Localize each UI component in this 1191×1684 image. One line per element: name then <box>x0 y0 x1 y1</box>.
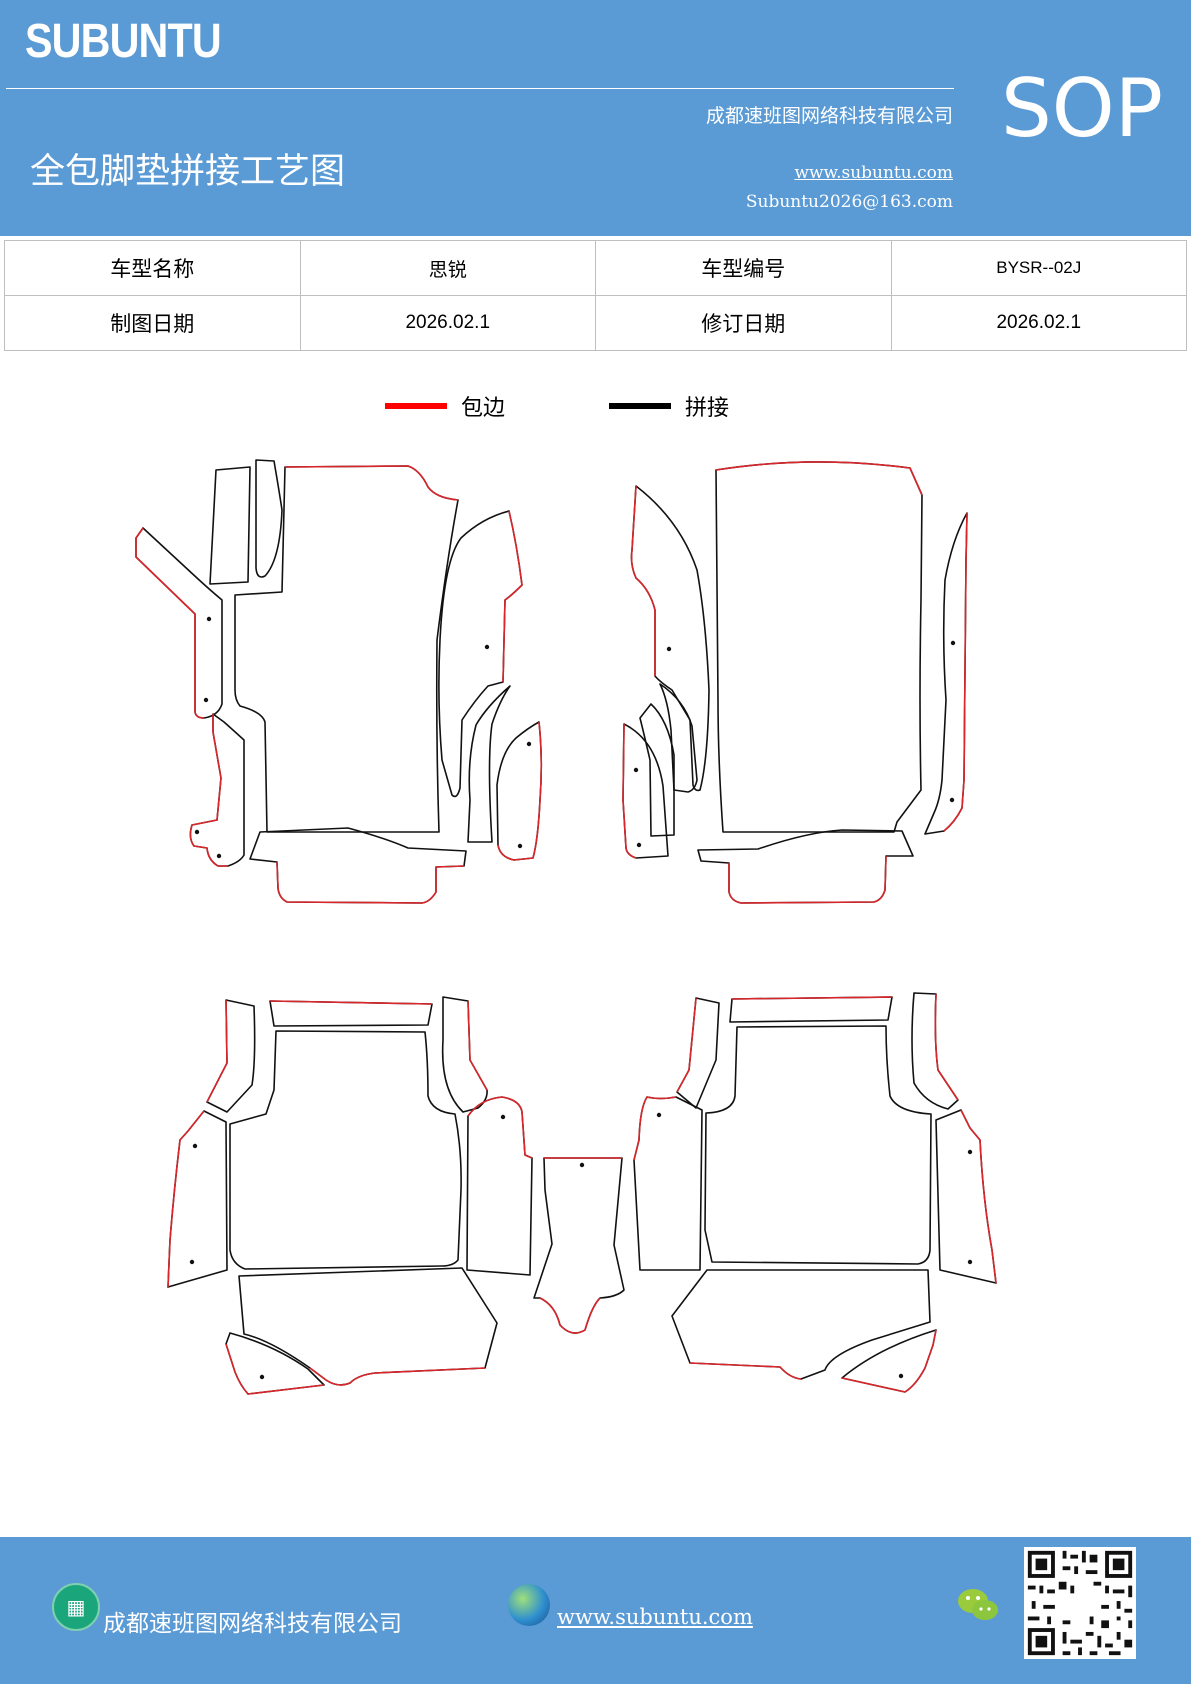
rear-left-mat-group <box>167 996 533 1395</box>
mat-edge <box>189 714 228 867</box>
mat-piece <box>167 1110 228 1288</box>
info-table: 车型名称 思锐 车型编号 BYSR--02J 制图日期 2026.02.1 修订… <box>4 240 1187 351</box>
mat-piece <box>841 1329 937 1393</box>
legend-label: 拼接 <box>685 396 730 421</box>
header-website-link[interactable]: www.subuntu.com <box>794 163 953 183</box>
revise-date-label: 修订日期 <box>595 295 892 351</box>
mat-edge <box>731 996 893 1000</box>
mat-piece <box>496 721 543 861</box>
mat-piece <box>639 703 675 837</box>
mat-edge <box>841 1329 937 1393</box>
footer-banner: ▦ 成都速班图网络科技有限公司 www.subuntu.com <box>0 1537 1191 1684</box>
header-email: Subuntu2026@163.com <box>745 192 953 212</box>
mat-edge <box>715 461 923 496</box>
center-tunnel-mat-group <box>533 1157 625 1334</box>
mat-piece <box>249 827 467 904</box>
mat-edge <box>309 1367 486 1386</box>
mat-piece <box>467 685 511 843</box>
mat-piece <box>238 1267 498 1386</box>
mat-edge <box>167 1110 205 1288</box>
header-company-name: 成都速班图网络科技有限公司 <box>705 105 953 127</box>
draw-date-value: 2026.02.1 <box>299 295 596 351</box>
table-row: 制图日期 2026.02.1 修订日期 2026.02.1 <box>4 295 1187 351</box>
model-name-label: 车型名称 <box>4 240 301 296</box>
mat-piece <box>715 461 923 833</box>
legend-red-line-icon <box>385 403 447 409</box>
front-left-mat-group <box>135 459 543 904</box>
mat-edge <box>728 855 887 904</box>
mat-edge <box>689 1362 802 1380</box>
mat-piece <box>935 1109 997 1284</box>
mat-piece <box>441 996 488 1113</box>
mat-edge <box>467 1096 533 1159</box>
globe-icon <box>508 1584 550 1626</box>
legend-label: 包边 <box>461 396 506 421</box>
mat-piece <box>234 465 459 833</box>
header-banner: SUBUNTU 成都速班图网络科技有限公司 全包脚垫拼接工艺图 www.subu… <box>0 0 1191 236</box>
company-building-icon: ▦ <box>52 1583 100 1631</box>
mat-piece <box>206 999 256 1113</box>
mat-edge <box>630 485 656 676</box>
mat-piece <box>533 1157 625 1334</box>
legend-item-edge: 包边 <box>385 390 505 422</box>
rear-right-mat-group <box>633 992 997 1393</box>
footer-company-name: 成都速班图网络科技有限公司 <box>103 1611 402 1637</box>
mat-edge <box>225 1343 325 1395</box>
legend-black-line-icon <box>609 403 671 409</box>
mat-piece <box>189 713 245 867</box>
mat-edge <box>943 512 968 832</box>
page-title: 全包脚垫拼接工艺图 <box>30 152 346 192</box>
mat-edge <box>497 721 543 861</box>
mat-piece <box>729 996 893 1023</box>
mat-piece <box>269 1000 433 1027</box>
mat-piece <box>671 1269 931 1380</box>
mat-edge <box>135 527 205 719</box>
mat-edge <box>633 1096 677 1161</box>
header-divider <box>6 88 954 89</box>
mat-edge <box>934 993 959 1101</box>
mat-piece <box>135 527 223 719</box>
mat-edge <box>467 1000 488 1091</box>
mat-edge <box>269 1000 433 1005</box>
mat-piece <box>697 829 914 904</box>
draw-date-label: 制图日期 <box>4 295 301 351</box>
front-right-mat-group <box>622 461 968 904</box>
revise-date-value: 2026.02.1 <box>890 295 1187 351</box>
mat-piece <box>229 1030 462 1270</box>
mat-piece <box>438 510 523 798</box>
model-code-label: 车型编号 <box>595 240 892 296</box>
fastener-holes <box>189 616 973 1380</box>
mat-edge <box>622 723 637 859</box>
qr-code-image <box>1024 1547 1136 1659</box>
mat-edge <box>276 861 465 904</box>
mat-piece <box>676 997 720 1109</box>
mat-edge <box>284 465 459 501</box>
mat-piece <box>704 1025 932 1265</box>
mat-piece <box>630 485 710 792</box>
mat-piece <box>633 1096 703 1271</box>
mat-edge <box>502 510 523 683</box>
sop-badge: SOP <box>1001 62 1163 155</box>
mat-edge <box>960 1109 997 1284</box>
mat-edge <box>539 1157 622 1334</box>
mat-edge <box>676 997 697 1093</box>
mat-edge <box>206 999 228 1103</box>
brand-logo: SUBUNTU <box>25 15 222 68</box>
footer-website-link[interactable]: www.subuntu.com <box>557 1605 753 1629</box>
model-name-value: 思锐 <box>299 240 596 296</box>
mat-piece <box>255 459 283 578</box>
legend-item-seam: 拼接 <box>609 390 729 422</box>
mat-piece <box>924 512 968 835</box>
mat-piece <box>209 466 251 585</box>
wechat-icon[interactable] <box>956 1585 1000 1625</box>
mat-piece <box>659 683 698 793</box>
